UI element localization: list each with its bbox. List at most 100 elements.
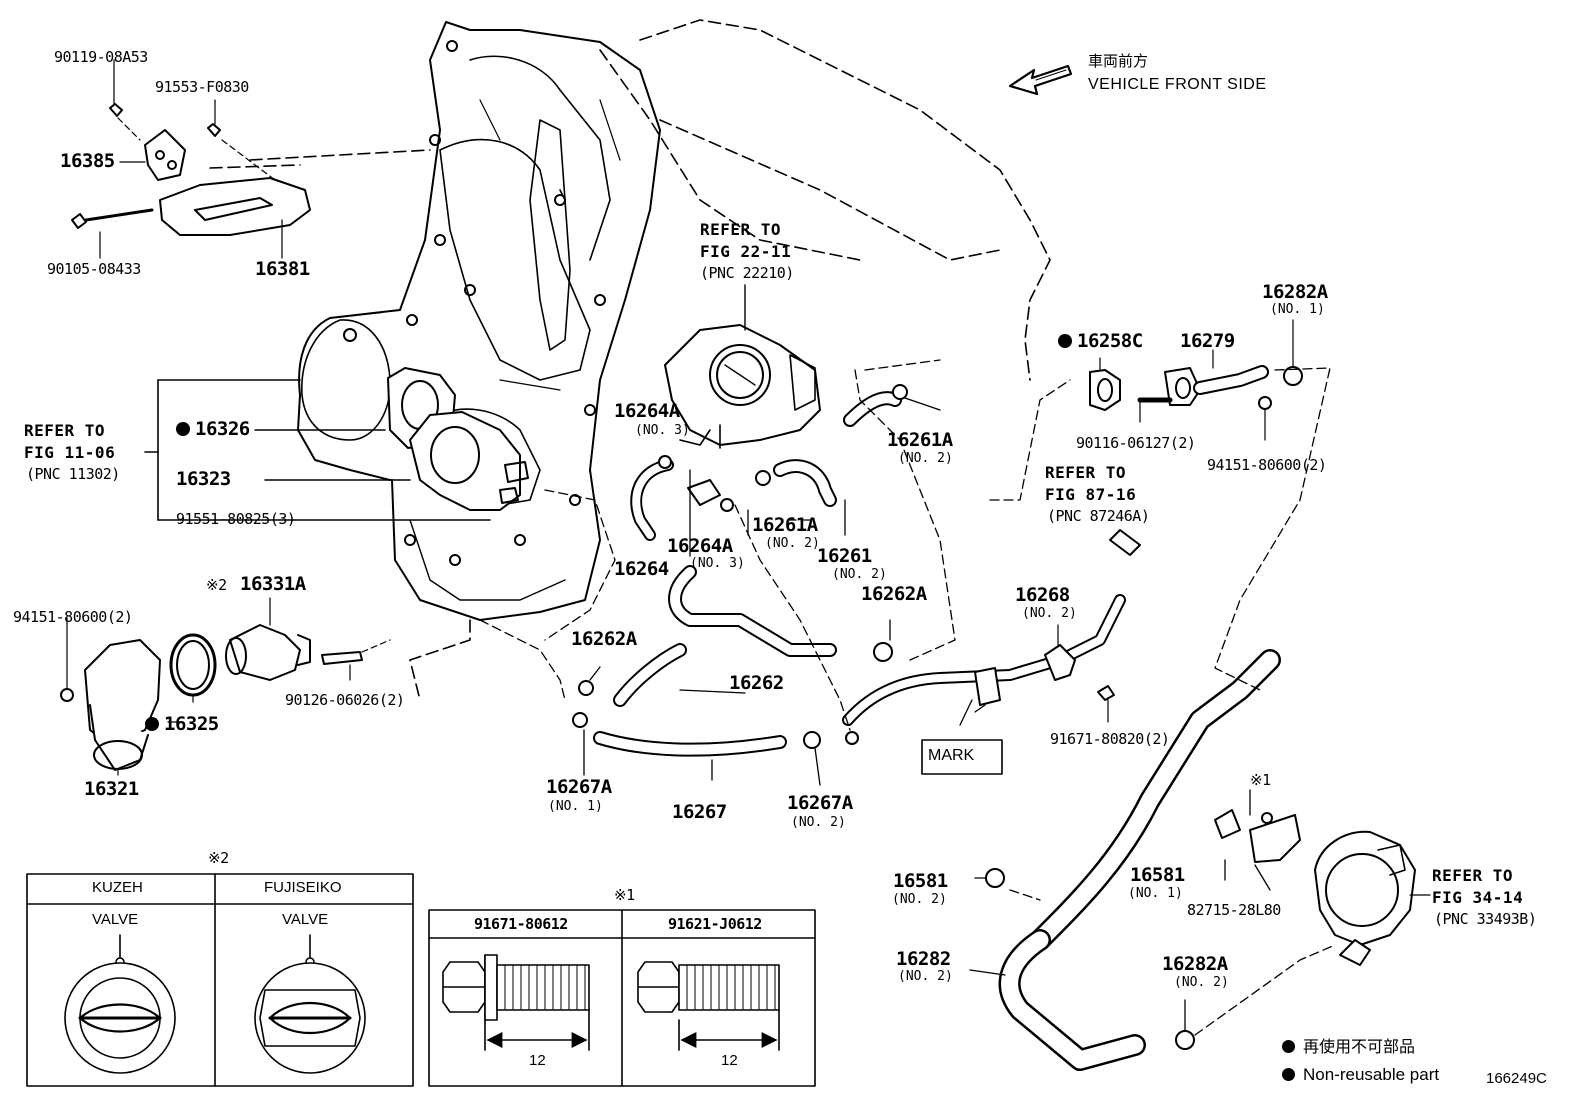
thermostat-table-note: ※2 — [208, 849, 229, 867]
coolant-hoses-drawing — [593, 391, 1281, 1071]
ref-fig-11-line2[interactable]: FIG 11-06 — [24, 443, 116, 462]
part-82715[interactable]: 82715-28L80 — [1187, 901, 1281, 919]
part-16264A-a-no: (NO. 3) — [635, 423, 690, 438]
part-16282[interactable]: 16282 — [896, 948, 951, 970]
part-16282-no: (NO. 2) — [898, 969, 953, 984]
ref-fig-34-line2[interactable]: FIG 34-14 — [1432, 888, 1524, 907]
part-91671[interactable]: 91671-80820(2) — [1050, 730, 1170, 748]
part-16261-no: (NO. 2) — [832, 567, 887, 582]
orientation-jp: 車両前方 — [1088, 53, 1149, 70]
thermostat-parts-drawing — [60, 597, 391, 776]
ref-fig-22-line3: (PNC 22210) — [700, 264, 794, 282]
part-16261A-b-no: (NO. 2) — [765, 536, 820, 551]
part-16282A-bot-no: (NO. 2) — [1174, 975, 1229, 990]
part-16581-left[interactable]: 16581 — [893, 870, 948, 892]
bolt-table-note: ※1 — [614, 886, 635, 904]
part-16261[interactable]: 16261 — [817, 545, 872, 567]
pipe-16279-drawing — [1089, 319, 1294, 441]
part-16323[interactable]: 16323 — [176, 468, 231, 490]
part-16279[interactable]: 16279 — [1180, 330, 1235, 352]
ref-fig-87-line2[interactable]: FIG 87-16 — [1045, 485, 1137, 504]
coolant-pump-drawing — [1314, 830, 1431, 966]
part-16321[interactable]: 16321 — [84, 778, 139, 800]
part-16261A-a-no: (NO. 2) — [898, 451, 953, 466]
part-16267A-b-no: (NO. 2) — [791, 815, 846, 830]
part-16261A-b[interactable]: 16261A — [752, 514, 818, 536]
ref-fig-22-line1: REFER TO — [700, 220, 782, 239]
part-16282A-top[interactable]: 16282A — [1262, 281, 1328, 303]
part-16381[interactable]: 16381 — [255, 258, 310, 280]
part-16326[interactable]: 16326 — [176, 420, 250, 439]
pipe-bracket-drawing — [974, 624, 1115, 723]
orientation-en: VEHICLE FRONT SIDE — [1088, 76, 1267, 93]
ref-fig-11-line1: REFER TO — [24, 421, 106, 440]
part-91551[interactable]: 91551-80825(3) — [176, 510, 296, 528]
part-16262A-b[interactable]: 16262A — [861, 583, 927, 605]
part-16267A-a-no: (NO. 1) — [548, 799, 603, 814]
part-90116[interactable]: 90116-06127(2) — [1076, 434, 1196, 452]
non-reusable-marker — [176, 422, 190, 436]
front-direction-arrow — [1008, 64, 1073, 96]
part-16258C[interactable]: 16258C — [1058, 332, 1143, 351]
bolt-table-frame — [428, 909, 816, 1087]
bolt-dim-2: 12 — [721, 1052, 738, 1069]
part-16262[interactable]: 16262 — [729, 672, 784, 694]
thermostat-col-kuzeh: KUZEH — [92, 879, 143, 896]
bolt-dim-1: 12 — [529, 1052, 546, 1069]
part-16264A-a[interactable]: 16264A — [614, 400, 680, 422]
part-16268[interactable]: 16268 — [1015, 584, 1070, 606]
dashed-connection-lines — [479, 359, 1336, 1036]
ref-fig-22-line2[interactable]: FIG 22-11 — [700, 242, 792, 261]
non-reusable-marker — [145, 717, 159, 731]
part-16264A-b[interactable]: 16264A — [667, 535, 733, 557]
thermostat-valve-label-1: VALVE — [92, 911, 139, 928]
ref-fig-34-line3: (PNC 33493B) — [1434, 910, 1537, 928]
part-16331A[interactable]: 16331A — [240, 573, 306, 595]
bolt-col-91671[interactable]: 91671-80612 — [474, 915, 568, 933]
part-90126[interactable]: 90126-06026(2) — [285, 691, 405, 709]
part-16267[interactable]: 16267 — [672, 801, 727, 823]
non-reusable-marker — [1058, 334, 1072, 348]
part-90105[interactable]: 90105-08433 — [47, 260, 141, 278]
part-94151-left[interactable]: 94151-80600(2) — [13, 608, 133, 626]
note-ref-2: ※2 — [206, 576, 227, 594]
part-16282A-bot[interactable]: 16282A — [1162, 953, 1228, 975]
part-16264[interactable]: 16264 — [614, 558, 669, 580]
part-16581-right[interactable]: 16581 — [1130, 864, 1185, 886]
legend-dot-icon — [1282, 1068, 1295, 1081]
part-16325[interactable]: 16325 — [145, 715, 219, 734]
part-16262A-a[interactable]: 16262A — [571, 628, 637, 650]
thermostat-table-frame — [26, 873, 414, 1087]
legend-jp: 再使用不可部品 — [1282, 1040, 1415, 1056]
part-16282A-top-no: (NO. 1) — [1270, 302, 1325, 317]
part-16267A-a[interactable]: 16267A — [546, 776, 612, 798]
hose-clamps-drawing — [572, 366, 1303, 1050]
part-90119[interactable]: 90119-08A53 — [54, 48, 148, 66]
ref-fig-87-line1: REFER TO — [1045, 463, 1127, 482]
legend-dot-icon — [1282, 1040, 1295, 1053]
ref-fig-11-line3: (PNC 11302) — [26, 465, 120, 483]
thermostat-col-fujiseiko: FUJISEIKO — [264, 879, 342, 896]
part-16268-no: (NO. 2) — [1022, 606, 1077, 621]
engine-block-dashed-outline — [209, 19, 1051, 701]
part-16385[interactable]: 16385 — [60, 150, 115, 172]
leader-lines — [583, 397, 1271, 1031]
figure-id: 166249C — [1486, 1070, 1547, 1087]
water-outlet-housing-drawing — [387, 367, 529, 511]
legend-en: Non-reusable part — [1282, 1066, 1439, 1083]
part-16267A-b[interactable]: 16267A — [787, 792, 853, 814]
part-94151-right[interactable]: 94151-80600(2) — [1207, 456, 1327, 474]
part-16264A-b-no: (NO. 3) — [690, 556, 745, 571]
throttle-body-drawing — [664, 284, 821, 449]
thermostat-valve-label-2: VALVE — [282, 911, 329, 928]
bracket-group-drawing — [71, 59, 311, 259]
part-16581-left-no: (NO. 2) — [892, 892, 947, 907]
bolt-col-91621[interactable]: 91621-J0612 — [668, 915, 762, 933]
ref-fig-87-line3: (PNC 87246A) — [1047, 507, 1150, 525]
part-16261A-a[interactable]: 16261A — [887, 429, 953, 451]
ref-fig-34-line1: REFER TO — [1432, 866, 1514, 885]
mark-label: MARK — [928, 747, 975, 764]
part-91553[interactable]: 91553-F0830 — [155, 78, 249, 96]
timing-cover-outline — [297, 21, 661, 621]
